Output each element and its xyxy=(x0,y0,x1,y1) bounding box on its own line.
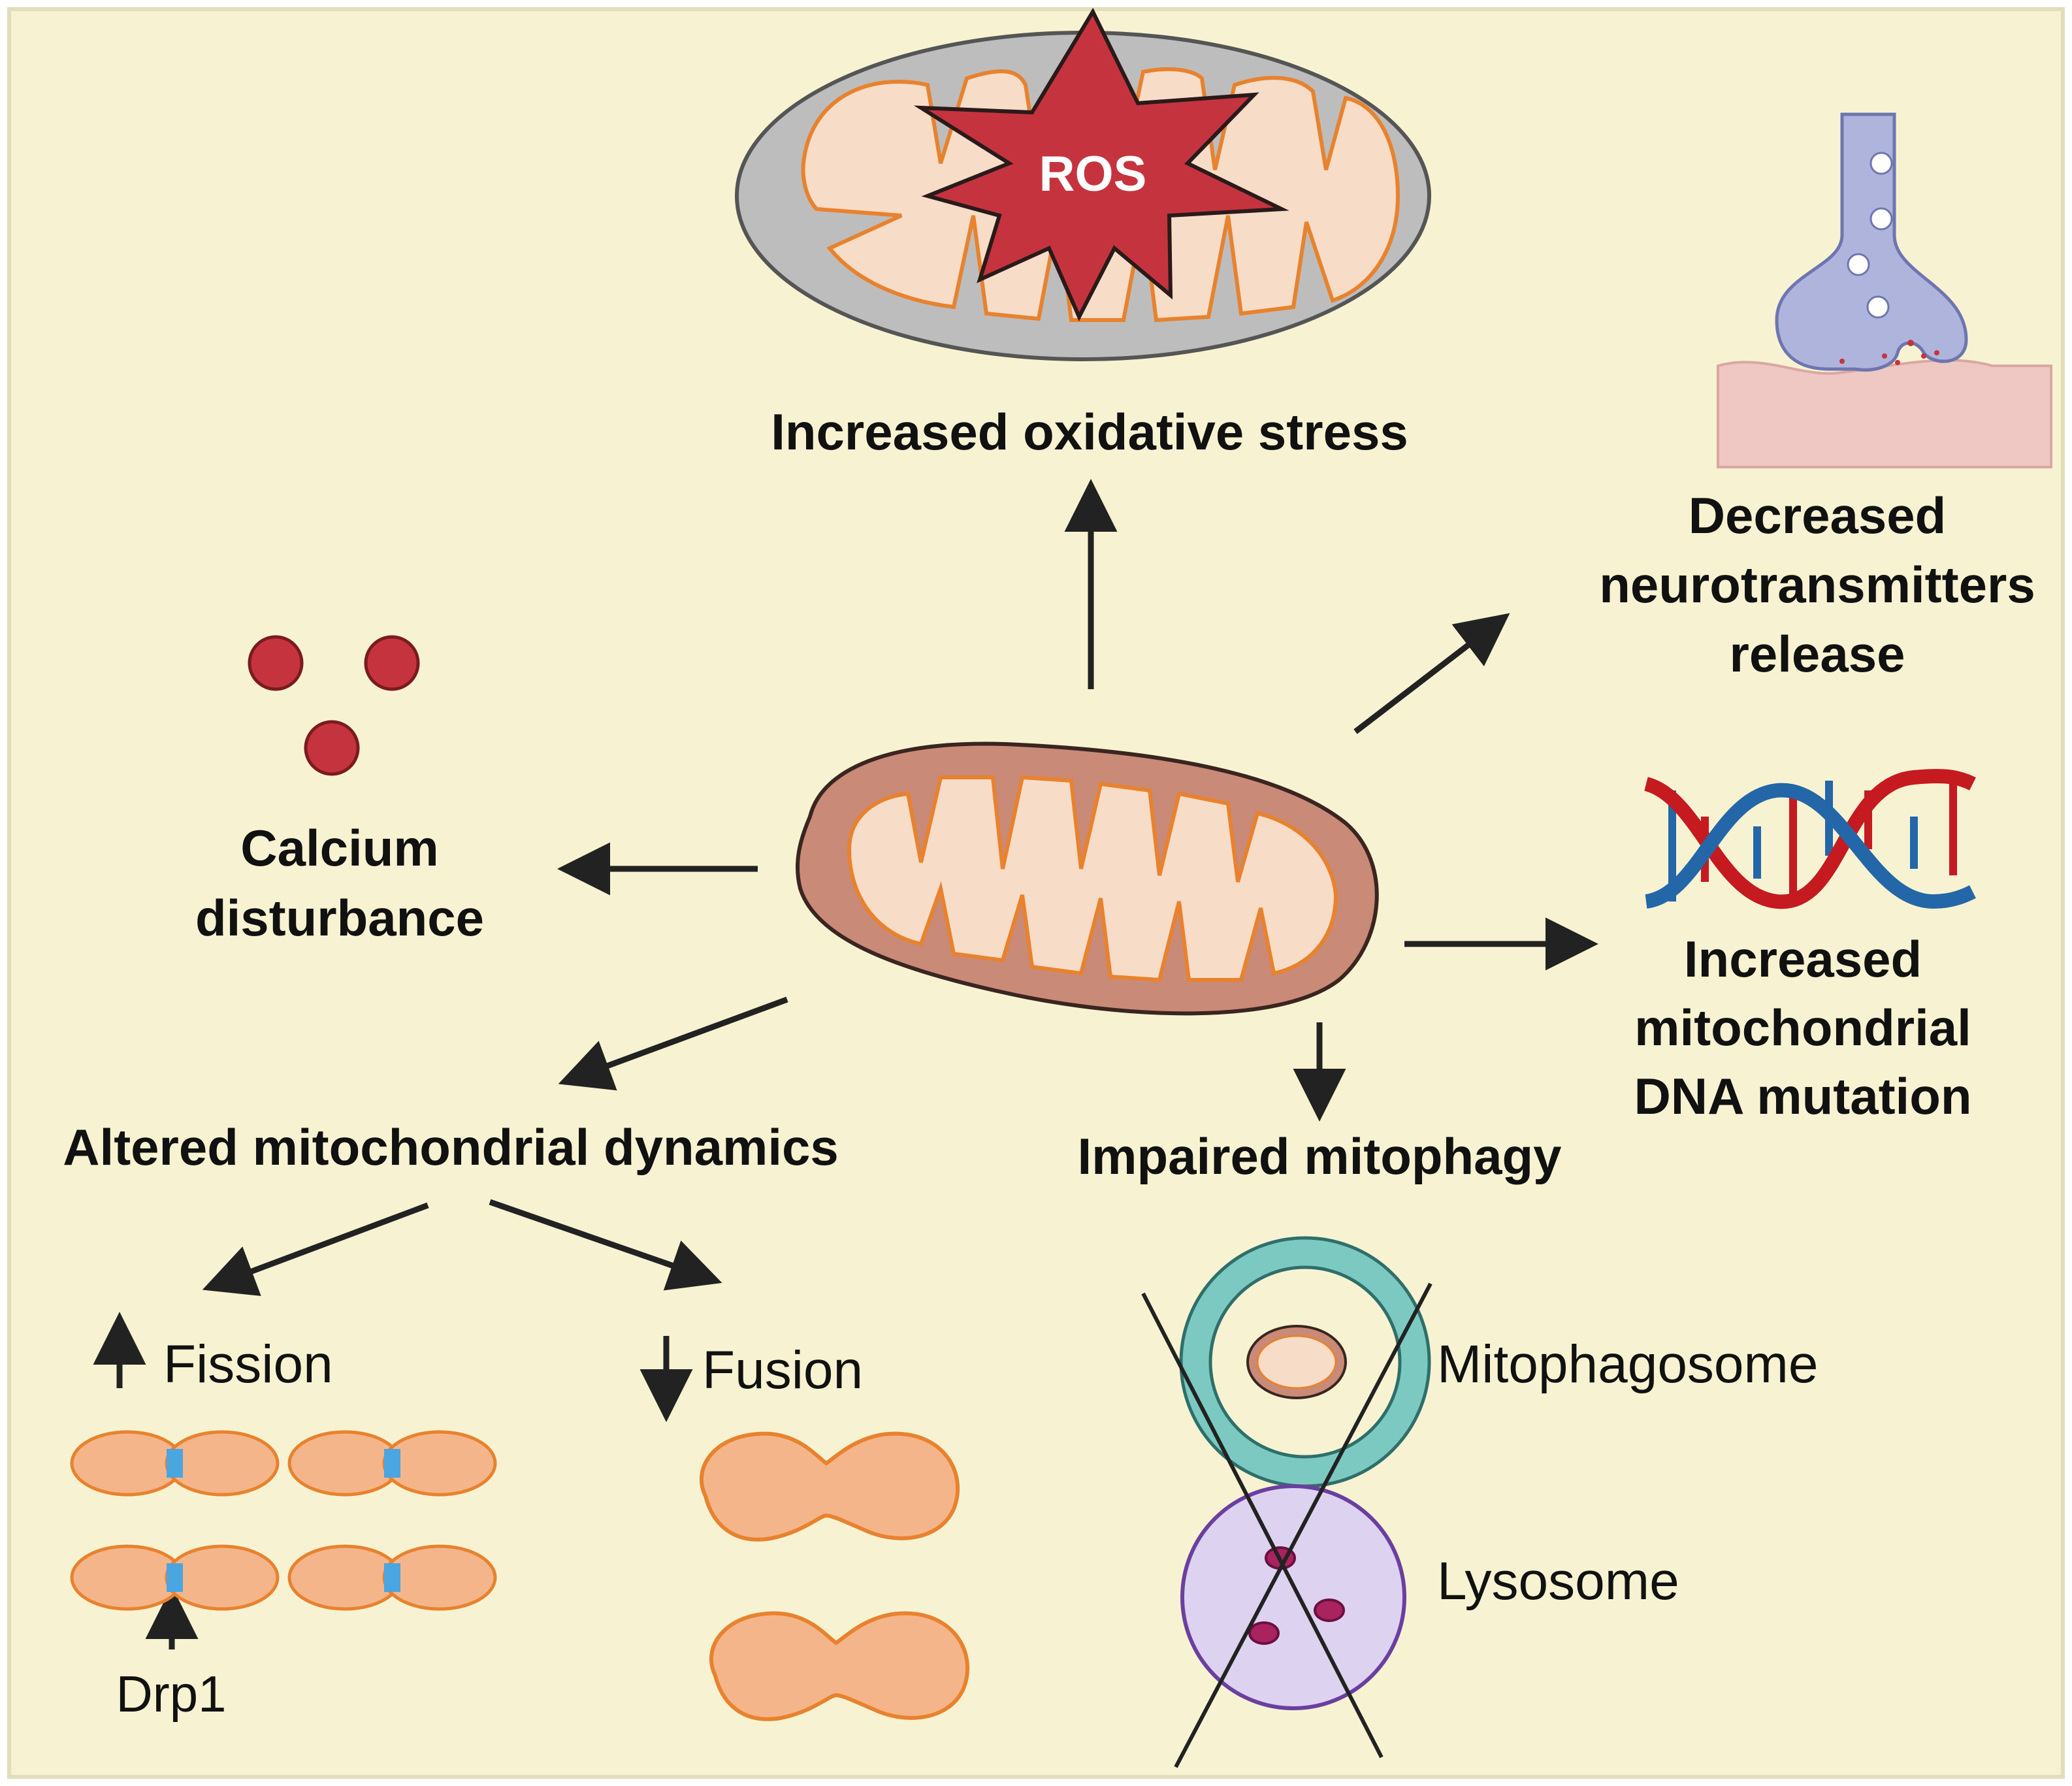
mtdna-line-1: Increased xyxy=(1684,930,1922,988)
drp1-label: Drp1 xyxy=(116,1665,226,1723)
calcium-line-2: disturbance xyxy=(195,889,484,947)
mitophagy-label: Impaired mitophagy xyxy=(1077,1128,1561,1185)
arrow-dynamics xyxy=(558,996,788,1091)
arrows xyxy=(93,479,1598,1649)
ros-label: ROS xyxy=(1039,146,1147,202)
lysosome xyxy=(1180,1484,1406,1710)
calcium-line-1: Calcium xyxy=(240,819,438,877)
fission-label: Fission xyxy=(163,1335,333,1394)
dna-helix xyxy=(1643,769,1976,909)
mitophagosome-label: Mitophagosome xyxy=(1437,1335,1818,1394)
ros-mitochondrion xyxy=(735,7,1431,361)
oxidative-stress-label: Increased oxidative stress xyxy=(771,403,1408,461)
fusion-mitochondria xyxy=(699,1431,970,1721)
arrow-neurotransmitter xyxy=(1353,613,1510,734)
calcium-ions xyxy=(248,635,420,776)
mitophagosome xyxy=(1179,1236,1431,1488)
dynamics-label: Altered mitochondrial dynamics xyxy=(63,1118,839,1176)
ros-star xyxy=(913,7,1289,321)
neurotransmitter-line-3: release xyxy=(1730,625,1905,683)
mtdna-line-2: mitochondrial xyxy=(1634,999,1971,1056)
neurotransmitter-line-2: neurotransmitters xyxy=(1599,556,2035,613)
central-mitochondrion xyxy=(795,741,1379,1016)
fusion-label: Fusion xyxy=(702,1340,863,1400)
arrow-fission xyxy=(202,1202,429,1296)
mtdna-line-3: DNA mutation xyxy=(1634,1067,1971,1125)
neurotransmitter-line-1: Decreased xyxy=(1689,487,1947,544)
synapse-illustration xyxy=(1717,112,2052,468)
fission-mitochondria xyxy=(70,1430,497,1611)
lysosome-label: Lysosome xyxy=(1437,1551,1679,1611)
cross-out-mark xyxy=(1141,1282,1433,1768)
arrow-fusion xyxy=(489,1199,722,1291)
